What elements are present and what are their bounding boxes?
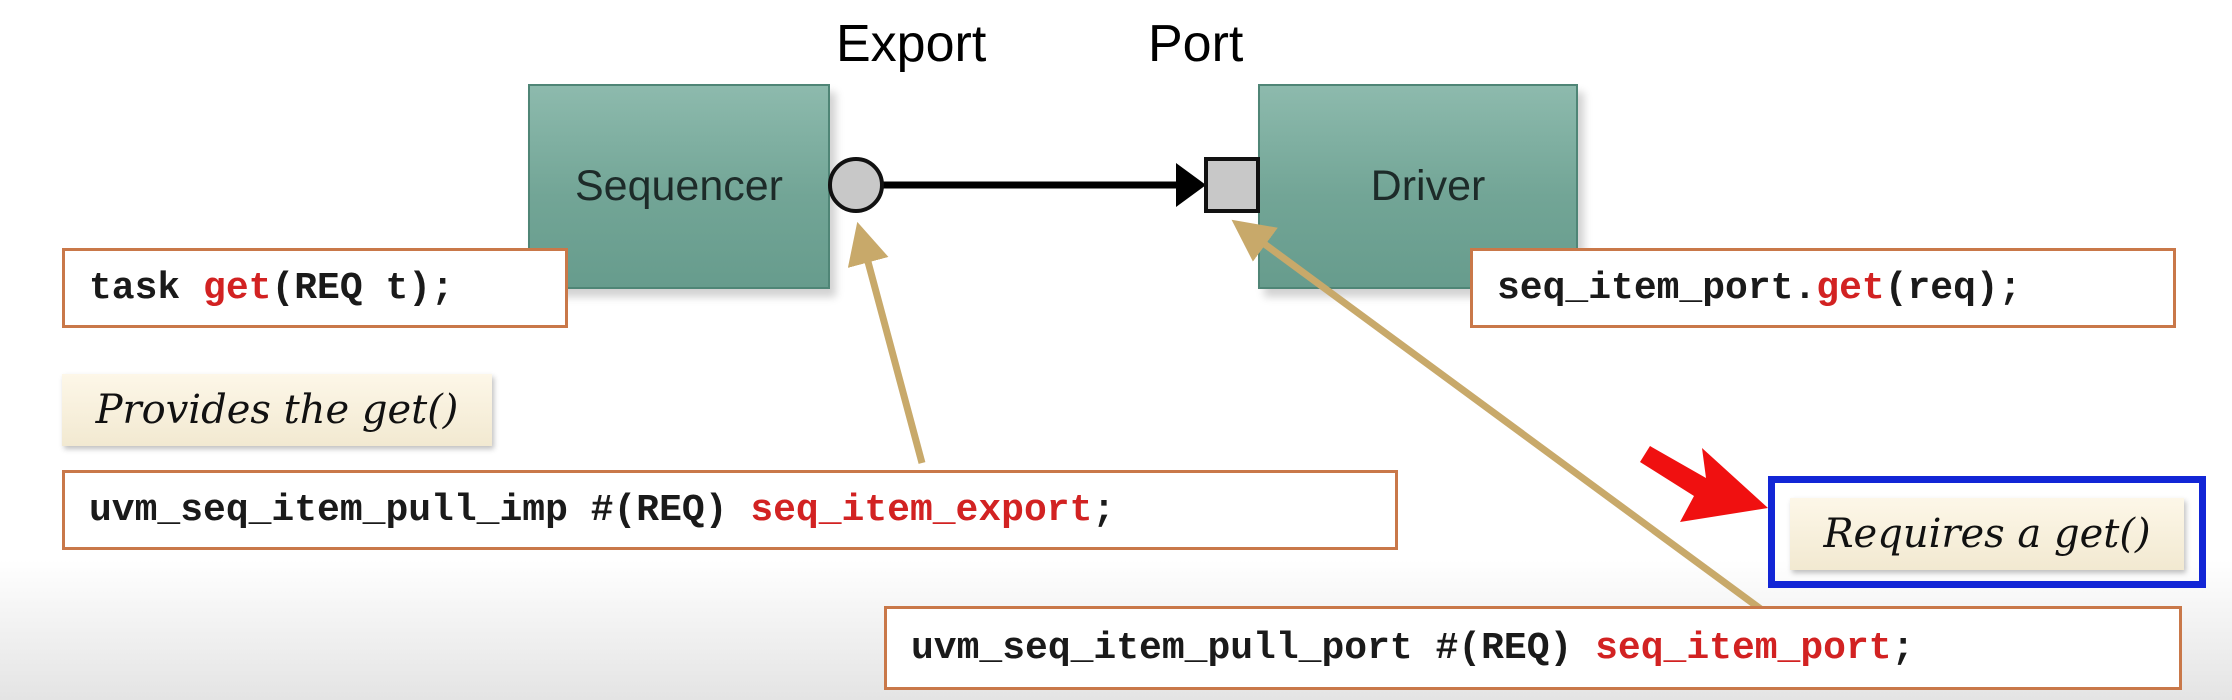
task-get-prefix: task [89, 266, 204, 310]
port-declaration-code-box: uvm_seq_item_pull_port #(REQ) seq_item_p… [884, 606, 2182, 690]
imp-decl-keyword: seq_item_export [750, 488, 1093, 532]
imp-declaration-code-box: uvm_seq_item_pull_imp #(REQ) seq_item_ex… [62, 470, 1398, 550]
driver-call-keyword: get [1816, 266, 1885, 310]
provides-get-note: Provides the get() [62, 374, 492, 446]
driver-call-suffix: (req); [1884, 266, 2022, 310]
driver-get-call-code-box: seq_item_port.get(req); [1470, 248, 2176, 328]
task-get-suffix: (REQ t); [271, 266, 454, 310]
port-square [1204, 157, 1260, 213]
imp-decl-prefix: uvm_seq_item_pull_imp #(REQ) [89, 488, 751, 532]
export-label: Export [836, 15, 987, 73]
requires-get-note: Requires a get() [1790, 498, 2184, 570]
export-circle [828, 157, 884, 213]
sequencer-label: Sequencer [575, 162, 783, 210]
port-decl-prefix: uvm_seq_item_pull_port #(REQ) [911, 626, 1596, 670]
imp-decl-suffix: ; [1092, 488, 1116, 532]
port-decl-suffix: ; [1891, 626, 1915, 670]
export-pointer-arrow [847, 221, 926, 464]
connector-arrowhead [1176, 163, 1206, 207]
driver-call-prefix: seq_item_port. [1497, 266, 1817, 310]
task-get-code-box: task get(REQ t); [62, 248, 568, 328]
sequencer-block: Sequencer [528, 84, 830, 289]
port-pointer-arrow [1231, 219, 1765, 613]
red-callout-arrow [1640, 446, 1768, 522]
task-get-keyword: get [203, 266, 272, 310]
requires-note-highlight-frame [1768, 476, 2206, 588]
port-label: Port [1148, 15, 1244, 73]
driver-label: Driver [1370, 162, 1486, 210]
port-decl-keyword: seq_item_port [1595, 626, 1892, 670]
